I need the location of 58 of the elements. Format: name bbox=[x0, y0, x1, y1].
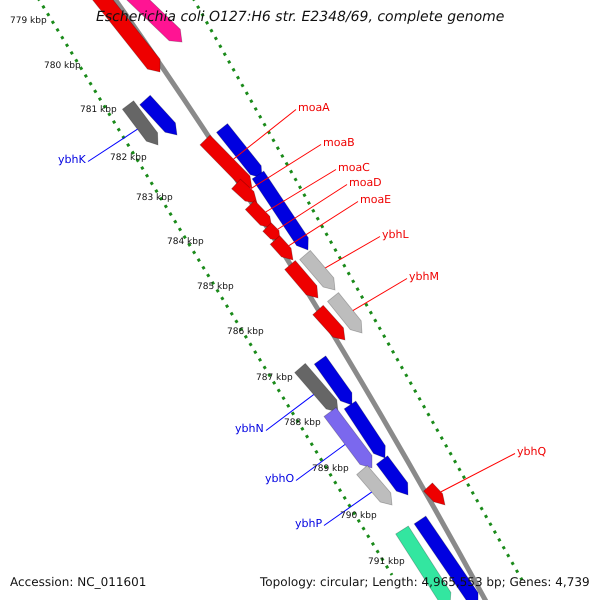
scale-label: 782 kbp bbox=[110, 153, 147, 164]
diagram-title: Escherichia coli O127:H6 str. E2348/69, complete genome bbox=[96, 9, 504, 26]
info-text: Topology: circular; Length: 4,965,553 bp; Genes: 4,739 bbox=[260, 575, 590, 590]
gene-feature bbox=[284, 260, 318, 299]
gene-label: ybhP bbox=[295, 517, 322, 530]
leader-line bbox=[265, 169, 336, 212]
leader-line bbox=[250, 144, 322, 190]
scale-label: 791 kbp bbox=[368, 557, 405, 568]
leader-line bbox=[288, 201, 358, 246]
scale-label: 784 kbp bbox=[167, 237, 204, 248]
gene-feature bbox=[252, 170, 309, 251]
gene-feature bbox=[423, 482, 446, 506]
gene-feature bbox=[244, 200, 272, 229]
scale-label: 781 kbp bbox=[80, 105, 117, 116]
gene-feature bbox=[312, 304, 346, 341]
gene-feature bbox=[356, 464, 392, 506]
gene-label: ybhM bbox=[409, 270, 439, 284]
gene-label: ybhQ bbox=[517, 445, 546, 458]
scale-label: 780 kbp bbox=[44, 61, 81, 72]
leader-line bbox=[266, 394, 314, 431]
scale-label: 785 kbp bbox=[197, 282, 234, 293]
gene-feature bbox=[344, 400, 386, 459]
scale-label: 779 kbp bbox=[10, 16, 47, 27]
gene-feature bbox=[294, 362, 338, 413]
gene-label: ybhK bbox=[58, 153, 86, 166]
gene-feature bbox=[314, 355, 352, 406]
gene-label: ybhN bbox=[235, 422, 264, 436]
scale-label: 786 kbp bbox=[227, 327, 264, 338]
scale-label: 787 kbp bbox=[256, 373, 293, 384]
leader-line bbox=[352, 278, 408, 312]
scale-label: 790 kbp bbox=[340, 511, 377, 522]
gene-feature bbox=[122, 100, 158, 146]
gene-label: ybhL bbox=[382, 228, 409, 242]
gene-feature bbox=[299, 250, 336, 291]
gene-label: moaB bbox=[323, 136, 355, 150]
leader-line bbox=[88, 128, 138, 162]
leader-line bbox=[440, 453, 516, 492]
gene-feature bbox=[139, 94, 178, 136]
info-text: Accession: NC_011601 bbox=[10, 575, 146, 590]
scale-label: 789 kbp bbox=[312, 464, 349, 475]
gene-label: moaD bbox=[349, 176, 382, 190]
leader-line bbox=[324, 492, 372, 526]
leader-line bbox=[233, 109, 296, 160]
scale-label: 788 kbp bbox=[284, 418, 321, 429]
leader-line bbox=[277, 184, 348, 230]
gene-label: moaA bbox=[298, 101, 330, 114]
gene-feature bbox=[326, 292, 362, 334]
gene-feature bbox=[199, 134, 252, 188]
gene-label: moaC bbox=[338, 161, 370, 174]
leader-line bbox=[296, 444, 346, 481]
gene-label: ybhO bbox=[265, 472, 294, 486]
gene-feature bbox=[376, 455, 408, 496]
gene-feature bbox=[270, 235, 294, 261]
gene-feature bbox=[216, 123, 262, 179]
gene-feature bbox=[262, 222, 280, 240]
scale-label: 783 kbp bbox=[136, 193, 173, 204]
leader-line bbox=[324, 236, 380, 268]
gene-label: moaE bbox=[360, 193, 392, 206]
